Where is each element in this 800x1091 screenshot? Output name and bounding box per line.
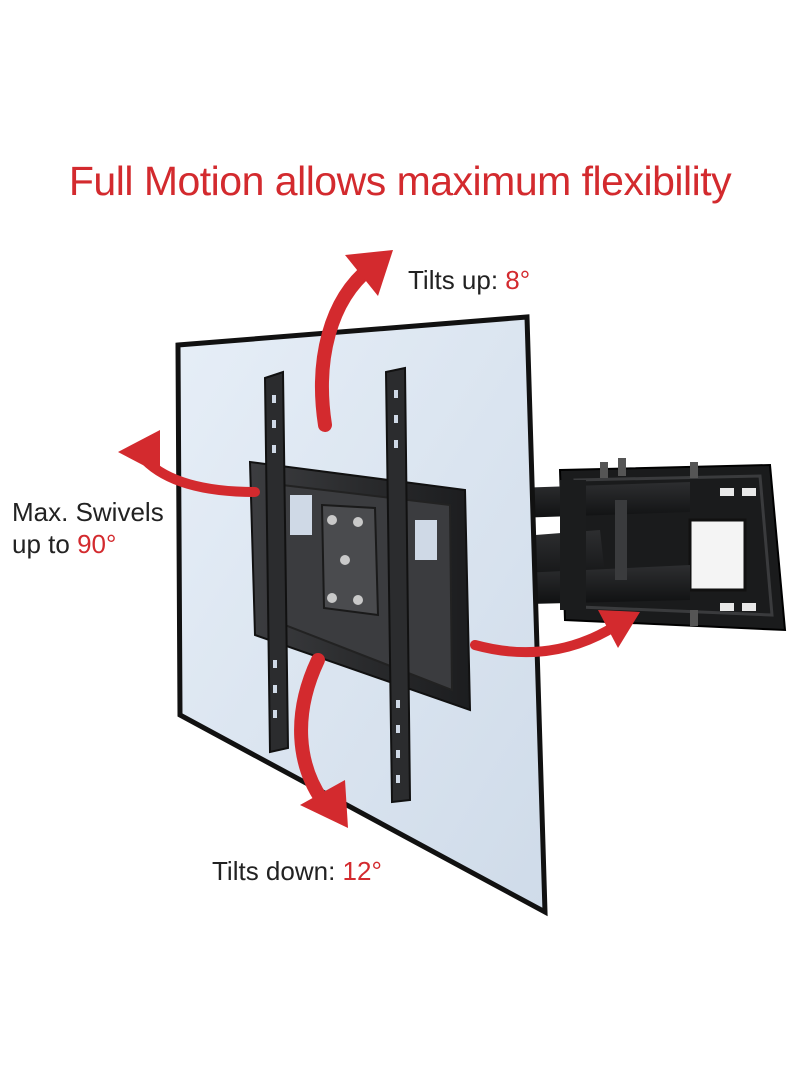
swivel-label: Max. Swivels up to 90° [12, 496, 164, 560]
tilt-up-value: 8° [505, 265, 531, 295]
tilt-up-prefix: Tilts up: [408, 265, 506, 295]
tilt-down-value: 12° [342, 856, 382, 886]
swivel-left-arrow [118, 430, 260, 497]
mounting-bracket [248, 366, 472, 804]
swivel-right-arrow [470, 610, 640, 658]
swivel-line2-prefix: up to [12, 529, 78, 559]
tilt-down-label: Tilts down: 12° [212, 855, 382, 887]
tilt-down-arrow [294, 653, 348, 828]
tilt-up-label: Tilts up: 8° [408, 264, 530, 296]
headline: Full Motion allows maximum flexibility [68, 158, 732, 204]
swivel-value: 90° [77, 529, 117, 559]
tilt-down-prefix: Tilts down: [212, 856, 343, 886]
swivel-line1: Max. Swivels [12, 497, 164, 527]
tilt-up-arrow [315, 250, 393, 432]
